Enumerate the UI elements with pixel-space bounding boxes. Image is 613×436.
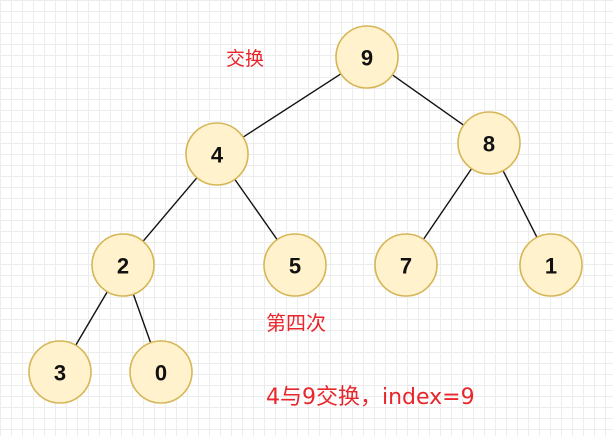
tree-node: 3 (28, 340, 92, 404)
node-circle (519, 233, 583, 297)
edge-n1-n4 (234, 178, 278, 241)
node-label: 4 (211, 143, 224, 168)
edge-n3-n8 (132, 293, 152, 344)
tree-edges (75, 73, 538, 346)
node-label: 1 (545, 254, 557, 279)
node-circle (91, 233, 155, 297)
swap-annotation: 交换 (226, 48, 265, 70)
node-label: 9 (361, 46, 373, 71)
node-label: 3 (54, 361, 66, 386)
tree-node: 8 (457, 111, 521, 175)
edge-n0-n1 (242, 73, 342, 138)
node-label: 5 (289, 254, 301, 279)
tree-node: 4 (185, 122, 249, 186)
node-circle (28, 340, 92, 404)
node-circle (185, 122, 249, 186)
node-circle (335, 25, 399, 89)
tree-nodes: 9 4 8 2 5 7 1 3 0 (28, 25, 583, 404)
node-label: 7 (400, 254, 412, 279)
node-label: 0 (155, 361, 167, 386)
node-circle (457, 111, 521, 175)
edge-n1-n3 (142, 177, 198, 242)
edge-n2-n6 (502, 170, 538, 238)
node-label: 8 (483, 132, 495, 157)
tree-node: 7 (374, 233, 438, 297)
tree-node: 5 (263, 233, 327, 297)
tree-node: 9 (335, 25, 399, 89)
node-label: 2 (117, 254, 129, 279)
round-annotation: 第四次 (266, 311, 326, 335)
node-circle (263, 233, 327, 297)
tree-node: 1 (519, 233, 583, 297)
node-circle (129, 340, 193, 404)
edge-n2-n5 (422, 168, 473, 240)
edge-n3-n7 (75, 291, 108, 346)
node-circle (374, 233, 438, 297)
tree-node: 2 (91, 233, 155, 297)
edge-n0-n2 (391, 74, 465, 126)
tree-node: 0 (129, 340, 193, 404)
swap-caption: 4与9交换，index=9 (266, 385, 475, 410)
